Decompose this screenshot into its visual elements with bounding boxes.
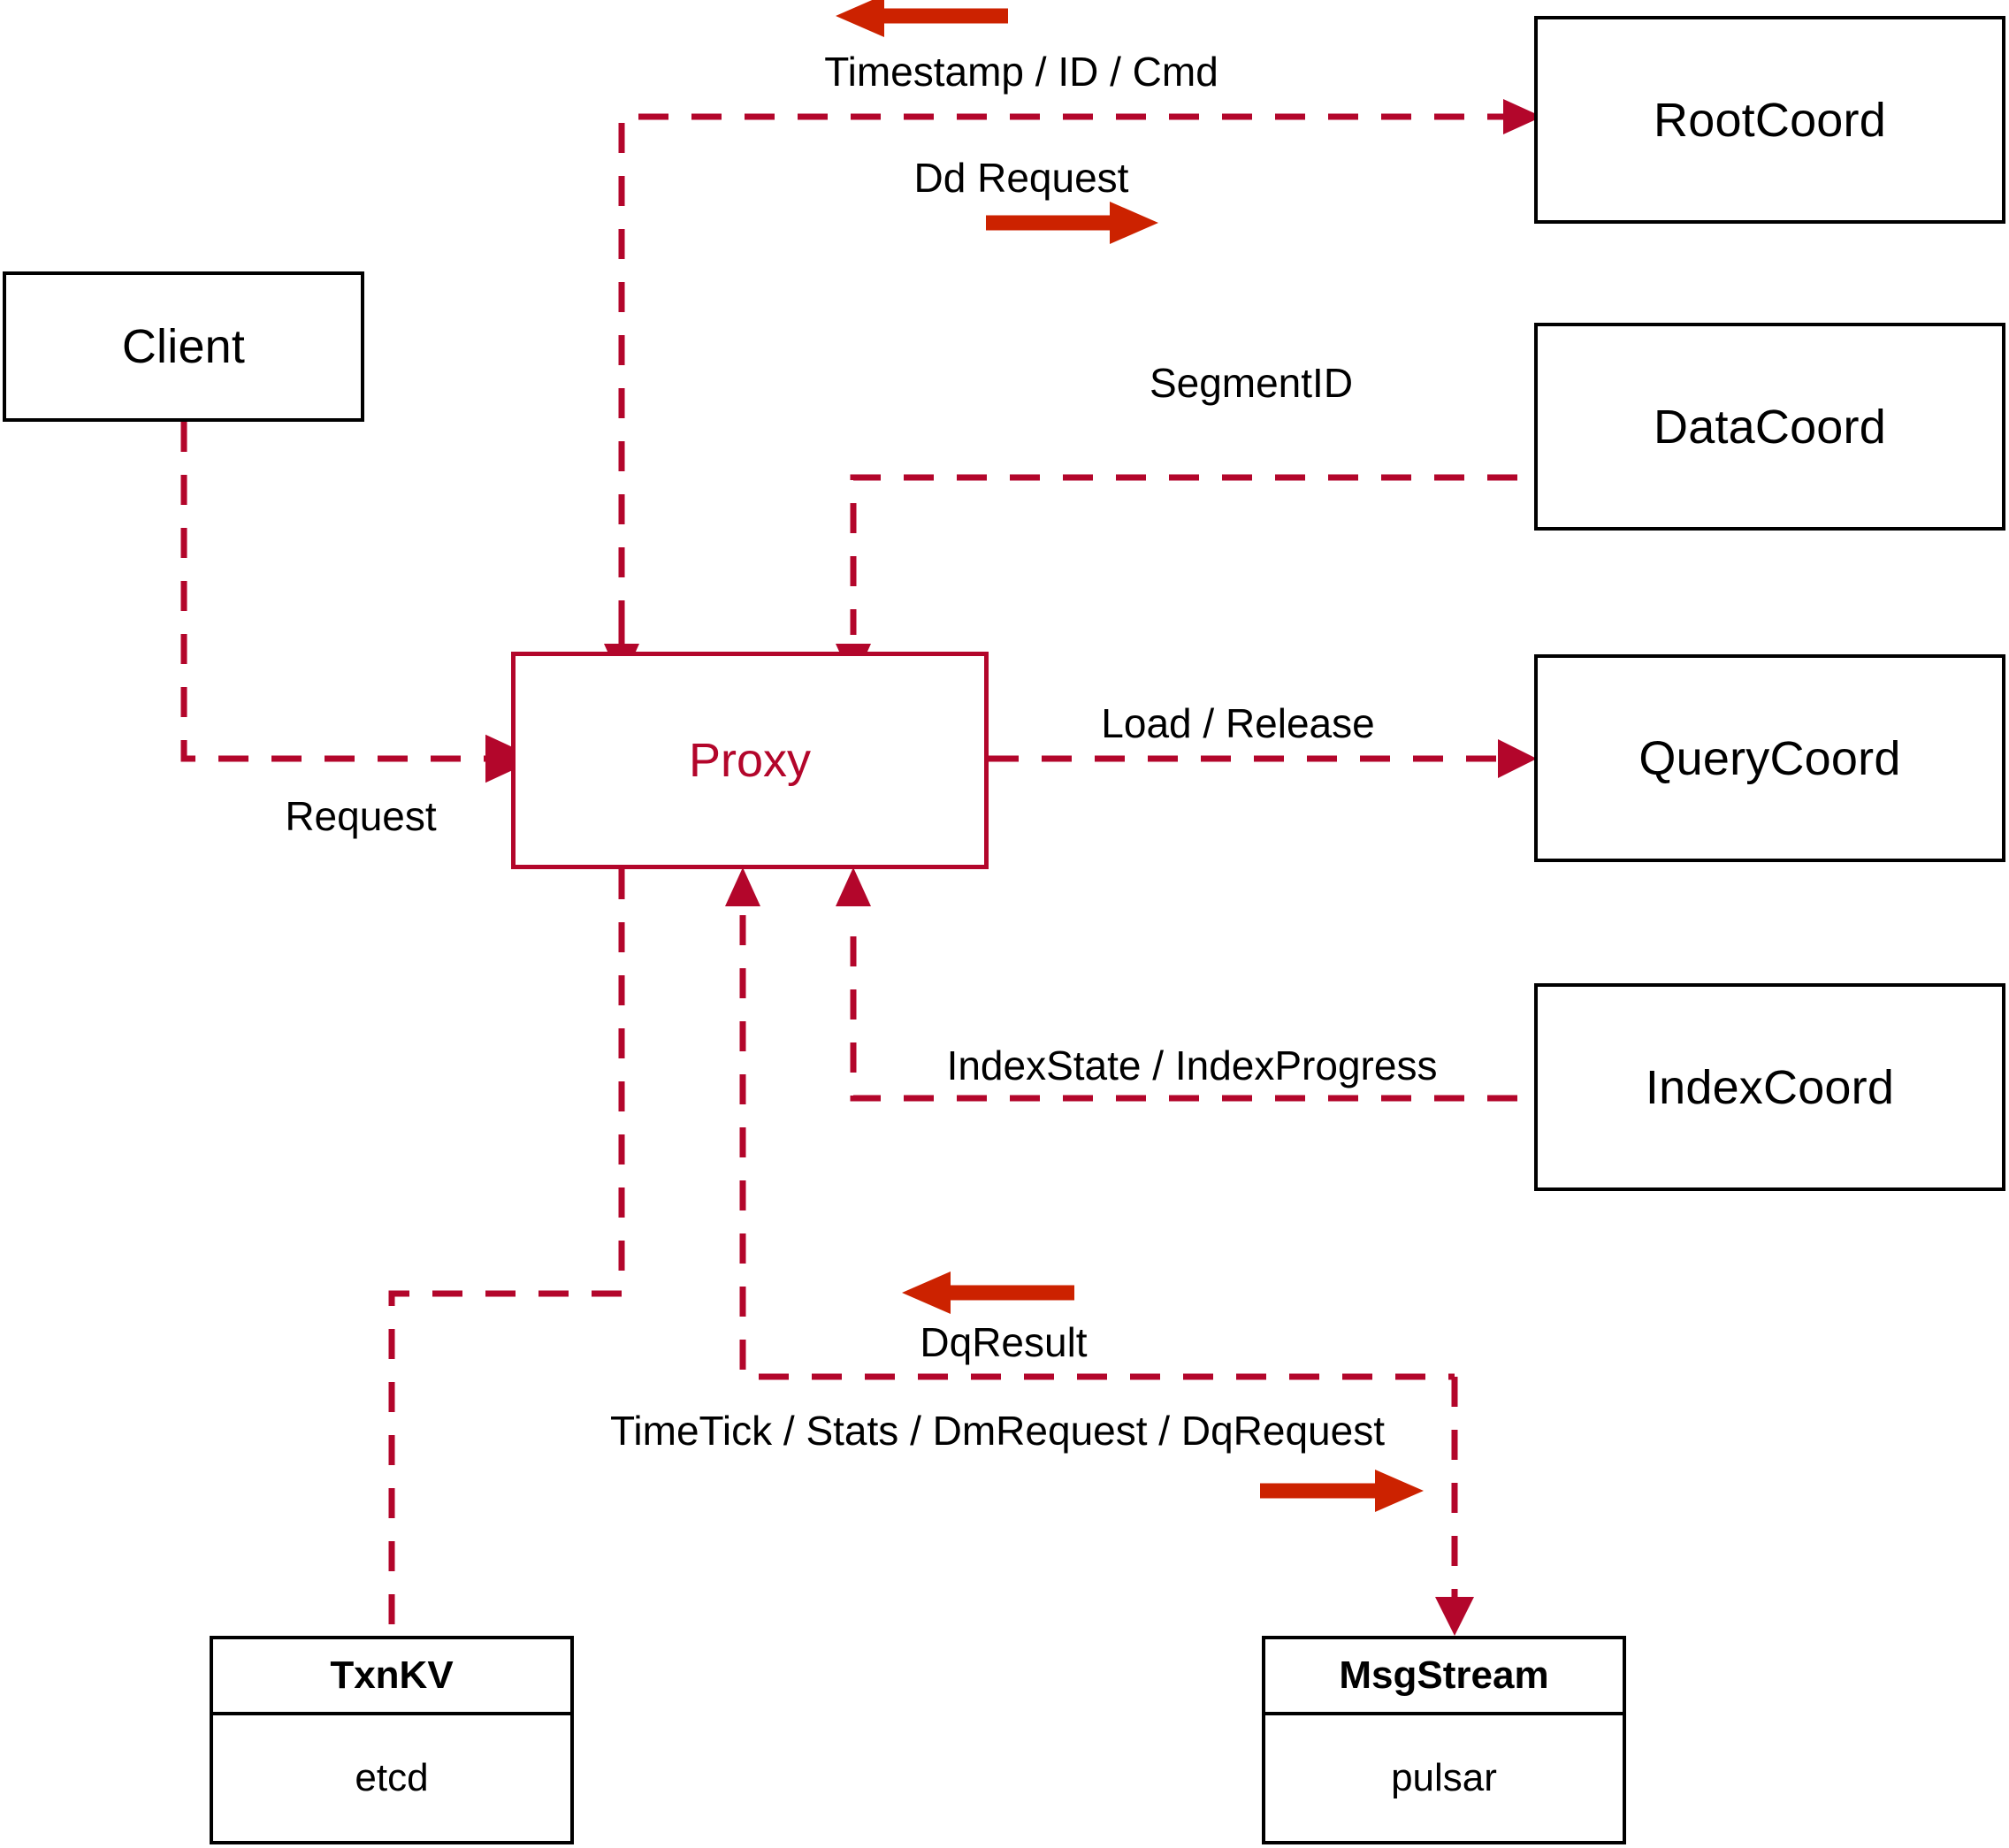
node-rootcoord[interactable]: RootCoord (1534, 16, 2005, 224)
arrow-right-timetick-icon (1260, 1470, 1424, 1512)
node-txnkv-body: etcd (355, 1756, 429, 1799)
edge-label-request: Request (285, 793, 437, 839)
edge-indexcoord-to-proxy (836, 867, 1517, 1102)
node-datacoord[interactable]: DataCoord (1534, 323, 2005, 531)
edge-msgstream-to-proxy (725, 867, 1455, 1380)
edge-label-timestamp-id-cmd: Timestamp / ID / Cmd (824, 49, 1218, 95)
arrow-left-dqresult-icon (902, 1271, 1074, 1314)
edge-label-segment-id: SegmentID (1149, 360, 1354, 406)
node-txnkv[interactable]: TxnKV etcd (210, 1636, 574, 1844)
node-msgstream-header: MsgStream (1265, 1639, 1623, 1715)
edge-client-to-proxy (180, 422, 538, 783)
node-msgstream[interactable]: MsgStream pulsar (1262, 1636, 1626, 1844)
arrow-right-dd-request-icon (986, 202, 1158, 244)
arrow-left-timestamp-icon (836, 0, 1008, 37)
edge-proxy-to-msgstream (1435, 1377, 1474, 1636)
edge-label-load-release: Load / Release (1101, 700, 1375, 746)
node-msgstream-body: pulsar (1391, 1756, 1497, 1799)
node-indexcoord-label: IndexCoord (1645, 1060, 1895, 1114)
node-datacoord-label: DataCoord (1654, 400, 1886, 454)
edge-label-index-state-progress: IndexState / IndexProgress (946, 1042, 1438, 1088)
edge-proxy-to-txnkv (388, 869, 625, 1636)
node-client[interactable]: Client (3, 271, 364, 422)
node-proxy-label: Proxy (688, 734, 812, 787)
edge-label-dd-request: Dd Request (913, 155, 1129, 201)
node-querycoord-label: QueryCoord (1639, 731, 1901, 785)
node-rootcoord-label: RootCoord (1654, 93, 1886, 147)
edge-proxy-to-querycoord (989, 739, 1537, 778)
edge-label-dq-result: DqResult (920, 1319, 1088, 1365)
node-txnkv-header: TxnKV (213, 1639, 570, 1715)
node-proxy[interactable]: Proxy (511, 652, 989, 869)
node-client-label: Client (121, 320, 246, 373)
node-indexcoord[interactable]: IndexCoord (1534, 983, 2005, 1191)
edge-label-timetick-stats: TimeTick / Stats / DmRequest / DqRequest (610, 1408, 1385, 1454)
node-querycoord[interactable]: QueryCoord (1534, 654, 2005, 862)
